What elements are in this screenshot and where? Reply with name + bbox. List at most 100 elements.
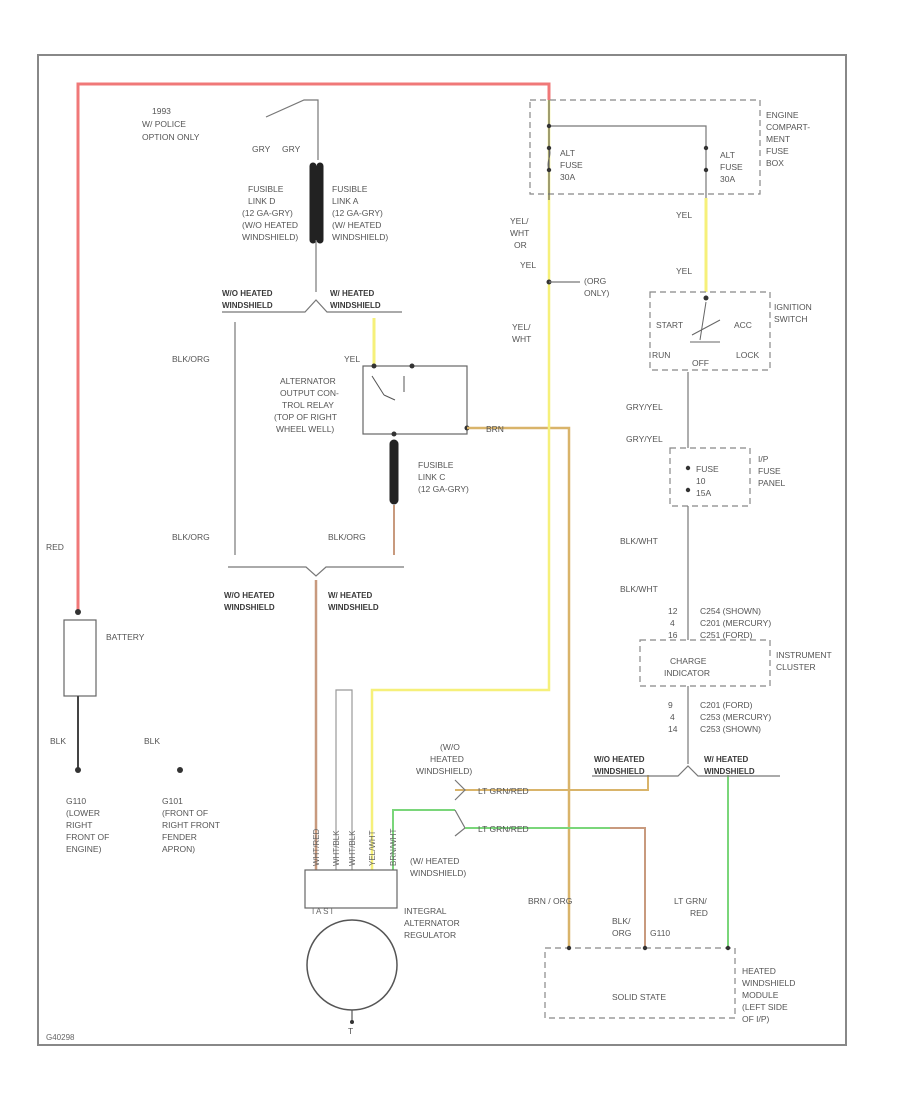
hwm-l3: MODULE (742, 990, 779, 1000)
alternator-terminal: T (348, 1026, 353, 1036)
conn-top-l1: C254 (SHOWN) (700, 606, 761, 616)
ip-panel-l3: PANEL (758, 478, 786, 488)
engine-fuse-box (529, 99, 761, 195)
gry-right: GRY (282, 144, 301, 154)
ip-fuse-panel (669, 447, 751, 507)
org-only-l2: ONLY) (584, 288, 610, 298)
g110-l2: (LOWER (66, 808, 100, 818)
ign-start: START (656, 320, 683, 330)
fuse-right-l1: ALT (720, 150, 735, 160)
blk-org-1: BLK/ORG (172, 354, 210, 364)
lt-grn-red-1: LT GRN/RED (478, 786, 529, 796)
g101-l1: G101 (162, 796, 183, 806)
relay-l2: OUTPUT CON- (280, 388, 339, 398)
split-low (592, 765, 780, 777)
fuse-right (549, 125, 707, 198)
ign-off: OFF (692, 358, 709, 368)
g101-l5: APRON) (162, 844, 195, 854)
ecfb-l1: ENGINE (766, 110, 799, 120)
ip-panel-l2: FUSE (758, 466, 781, 476)
conn-bot-l2: C253 (MERCURY) (700, 712, 771, 722)
relay-l4: (TOP OF RIGHT (274, 412, 337, 422)
solid-state: SOLID STATE (612, 992, 666, 1002)
wh-reg-l2: WINDSHIELD) (410, 868, 466, 878)
pin-4: 4 (670, 618, 675, 628)
ecfb-l5: BOX (766, 158, 784, 168)
alt-wire-code-2: WHT/BLK (332, 830, 341, 866)
instrument-cluster (639, 639, 771, 687)
g101-l3: RIGHT FRONT (162, 820, 220, 830)
wo-heated-switch (454, 779, 466, 837)
conn-top-l2: C201 (MERCURY) (700, 618, 771, 628)
g110-l5: ENGINE) (66, 844, 102, 854)
ecfb-l4: FUSE (766, 146, 789, 156)
wh-mid-l2: WINDSHIELD (328, 603, 379, 612)
green-alt-wire (392, 809, 455, 870)
yel-ign: YEL (676, 266, 692, 276)
g110-l3: RIGHT (66, 820, 92, 830)
lt-grn-red-2: LT GRN/RED (478, 824, 529, 834)
gry-wire-top (265, 99, 319, 160)
ign-acc: ACC (734, 320, 752, 330)
alt-wire-code-5: BRN/WHT (389, 829, 398, 866)
split-top (222, 299, 402, 313)
wh-low-l1: W/ HEATED (704, 755, 749, 764)
alternator-body (306, 919, 398, 1011)
lt-grn-red-mod-l2: RED (690, 908, 708, 918)
yel-wht-alt-wire (370, 100, 551, 870)
alternator-pins: I A S I (312, 907, 333, 916)
regulator-l1: INTEGRAL (404, 906, 447, 916)
blk-org-3: BLK/ORG (328, 532, 366, 542)
woh-mid-l1: W/O HEATED (224, 591, 275, 600)
lt-grn-red-mod-l1: LT GRN/ (674, 896, 707, 906)
fusible-d-l4: (W/O HEATED (242, 220, 298, 230)
yel-wht-or-l2: WHT (510, 228, 529, 238)
ignition-l2: SWITCH (774, 314, 808, 324)
yel-mid: YEL (520, 260, 536, 270)
fusible-a-l3: (12 GA-GRY) (332, 208, 383, 218)
police-option-l3: OPTION ONLY (142, 132, 200, 142)
pin-14: 14 (668, 724, 678, 734)
gry-left: GRY (252, 144, 271, 154)
yel-relay: YEL (344, 354, 360, 364)
wh-low-l2: WINDSHIELD (704, 767, 755, 776)
fusible-c-l1: FUSIBLE (418, 460, 454, 470)
yel-wht-low-l2: WHT (512, 334, 531, 344)
pin-9: 9 (668, 700, 673, 710)
fuse-right-l3: 30A (720, 174, 735, 184)
org-only-l1: (ORG (584, 276, 606, 286)
woh-low-l2: WINDSHIELD (594, 767, 645, 776)
charge-indicator-l2: INDICATOR (664, 668, 710, 678)
hwm-l2: WINDSHIELD (742, 978, 795, 988)
pin-4b: 4 (670, 712, 675, 722)
alt-wire-code-1: WHT/RED (312, 828, 321, 866)
blk-org-mod-l2: ORG (612, 928, 631, 938)
charge-indicator-l1: CHARGE (670, 656, 707, 666)
relay-l1: ALTERNATOR (280, 376, 336, 386)
fuse-left-l2: FUSE (560, 160, 583, 170)
ecfb-l2: COMPART- (766, 122, 810, 132)
fuse-left-l3: 30A (560, 172, 575, 182)
instrument-cluster-l2: CLUSTER (776, 662, 816, 672)
regulator-l3: REGULATOR (404, 930, 456, 940)
fuse-right-l2: FUSE (720, 162, 743, 172)
fusible-a-l1: FUSIBLE (332, 184, 368, 194)
relay-l3: TROL RELAY (282, 400, 334, 410)
lt-grn-red-upper (455, 775, 649, 791)
woh-mid-l2: WINDSHIELD (224, 603, 275, 612)
lt-grn-red-to-module (610, 827, 646, 948)
alt-wire-code-3: WHT/BLK (348, 830, 357, 866)
ecfb-l3: MENT (766, 134, 790, 144)
pin-12: 12 (668, 606, 678, 616)
wht-wire-1 (335, 689, 353, 870)
conn-bot-l3: C253 (SHOWN) (700, 724, 761, 734)
woh-top-l1: W/O HEATED (222, 289, 273, 298)
fusible-d-l2: LINK D (248, 196, 275, 206)
red-wire (76, 82, 551, 612)
conn-bot-l1: C201 (FORD) (700, 700, 753, 710)
ign-run: RUN (652, 350, 670, 360)
conn-top-l3: C251 (FORD) (700, 630, 753, 640)
red-label: RED (46, 542, 64, 552)
brn-relay: BRN (486, 424, 504, 434)
